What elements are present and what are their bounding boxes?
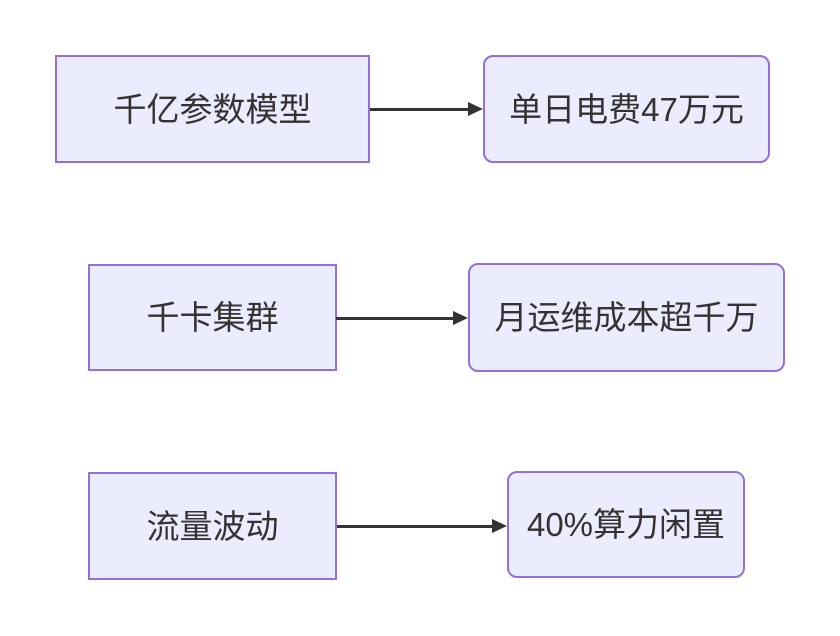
node-1000-gpu-cluster: 千卡集群 [88,264,337,371]
node-label: 月运维成本超千万 [494,299,759,336]
node-label: 千亿参数模型 [113,90,312,128]
arrow-line [337,524,492,528]
flow-edge-1 [370,102,483,116]
arrow-line [336,316,453,320]
arrow-right-icon [492,519,507,533]
flow-edge-3 [337,519,507,533]
node-label: 单日电费47万元 [509,90,744,128]
node-monthly-ops-cost: 月运维成本超千万 [468,263,785,372]
arrow-right-icon [453,311,468,325]
flow-edge-2 [336,311,468,325]
node-100b-param-model: 千亿参数模型 [55,55,370,163]
arrow-line [370,107,468,111]
node-idle-compute: 40%算力闲置 [507,471,745,578]
node-label: 流量波动 [146,507,279,545]
node-label: 40%算力闲置 [526,506,726,543]
node-label: 千卡集群 [146,299,279,336]
arrow-right-icon [468,102,483,116]
node-traffic-fluctuation: 流量波动 [88,472,337,580]
node-daily-electricity-cost: 单日电费47万元 [483,55,770,163]
